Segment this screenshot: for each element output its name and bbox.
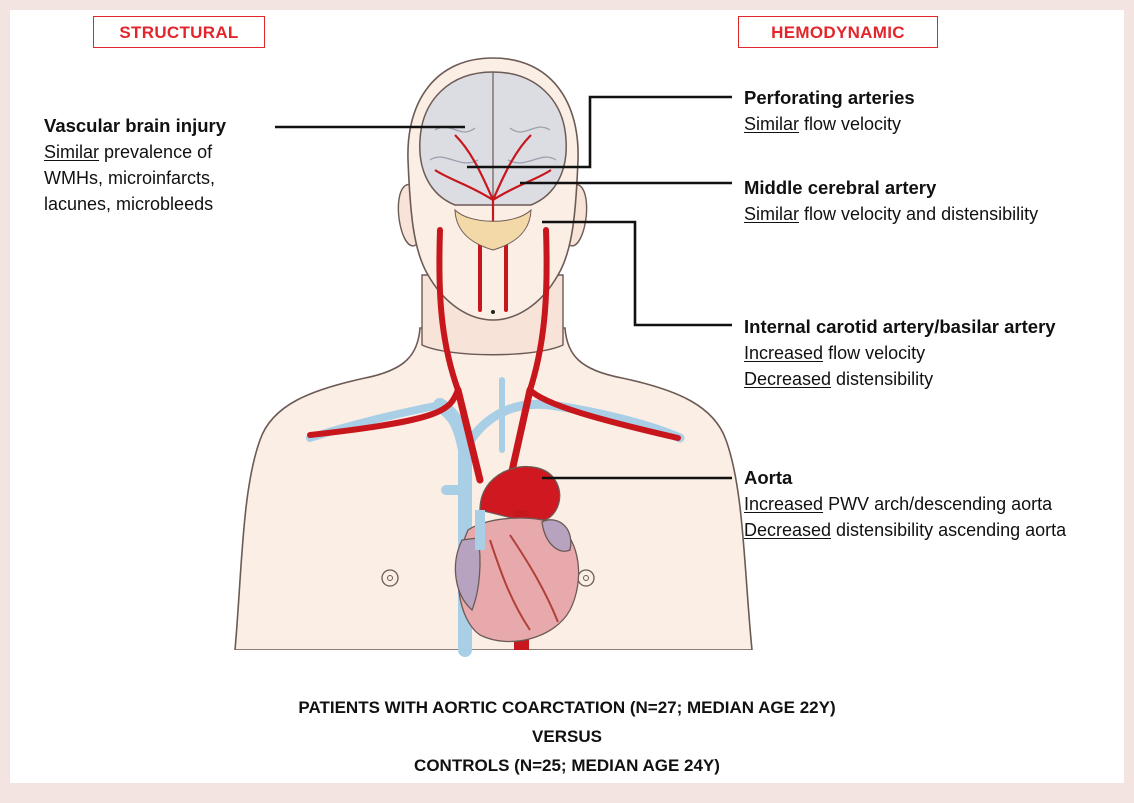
finding-line: Decreased distensibility ascending aorta — [744, 517, 1066, 543]
qualifier: Increased — [744, 494, 823, 514]
study-population-caption: PATIENTS WITH AORTIC COARCTATION (N=27; … — [10, 693, 1124, 780]
finding-text: flow velocity — [799, 114, 901, 134]
finding-text: PWV arch/descending aorta — [823, 494, 1052, 514]
qualifier: Similar — [44, 142, 99, 162]
middle-cerebral-artery-block: Middle cerebral artery Similar flow velo… — [744, 175, 1038, 227]
figure-canvas: STRUCTURAL HEMODYNAMIC Vascular brain in… — [10, 10, 1124, 783]
aorta-block: Aorta Increased PWV arch/descending aort… — [744, 465, 1066, 543]
vascular-brain-injury-line1: Similar prevalence of — [44, 139, 226, 165]
perforating-arteries-block: Perforating arteries Similar flow veloci… — [744, 85, 915, 137]
vascular-brain-injury-line3: lacunes, microbleeds — [44, 191, 226, 217]
finding-text: flow velocity and distensibility — [799, 204, 1038, 224]
finding-line: Increased PWV arch/descending aorta — [744, 491, 1066, 517]
qualifier: Similar — [744, 114, 799, 134]
aorta-title: Aorta — [744, 465, 1066, 491]
patients-line: PATIENTS WITH AORTIC COARCTATION (N=27; … — [10, 693, 1124, 722]
middle-cerebral-artery-title: Middle cerebral artery — [744, 175, 1038, 201]
finding-line: Decreased distensibility — [744, 366, 1056, 392]
qualifier: Decreased — [744, 369, 831, 389]
qualifier: Similar — [744, 204, 799, 224]
vascular-brain-injury-block: Vascular brain injury Similar prevalence… — [44, 113, 226, 217]
hemodynamic-header: HEMODYNAMIC — [738, 16, 938, 48]
controls-line: CONTROLS (N=25; MEDIAN AGE 24Y) — [10, 751, 1124, 780]
finding-line: Similar flow velocity and distensibility — [744, 201, 1038, 227]
finding-line: Increased flow velocity — [744, 340, 1056, 366]
finding-text: distensibility — [831, 369, 933, 389]
finding-text: distensibility ascending aorta — [831, 520, 1066, 540]
perforating-arteries-title: Perforating arteries — [744, 85, 915, 111]
qualifier: Increased — [744, 343, 823, 363]
qualifier: Decreased — [744, 520, 831, 540]
finding-line: Similar flow velocity — [744, 111, 915, 137]
vascular-brain-injury-title: Vascular brain injury — [44, 113, 226, 139]
vascular-brain-injury-line2: WMHs, microinfarcts, — [44, 165, 226, 191]
internal-carotid-basilar-artery-block: Internal carotid artery/basilar artery I… — [744, 314, 1056, 392]
finding-text: prevalence of — [99, 142, 212, 162]
versus-line: VERSUS — [10, 722, 1124, 751]
finding-text: flow velocity — [823, 343, 925, 363]
internal-carotid-basilar-artery-title: Internal carotid artery/basilar artery — [744, 314, 1056, 340]
structural-header: STRUCTURAL — [93, 16, 265, 48]
